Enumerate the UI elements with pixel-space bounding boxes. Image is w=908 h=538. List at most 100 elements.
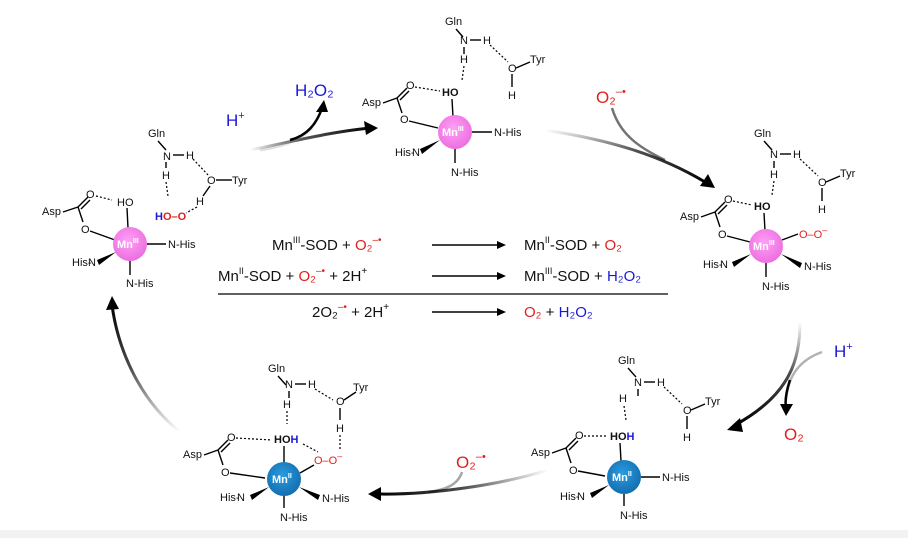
superoxide-label-1: O₂–• — [596, 86, 626, 107]
svg-text:O: O — [569, 465, 578, 477]
svg-text:H: H — [770, 169, 778, 181]
arrow-superoxide-in-2 — [427, 471, 464, 494]
arrowhead-o2-out — [780, 404, 793, 416]
svg-text:N: N — [88, 257, 96, 269]
svg-text:MnIII: MnIII — [117, 238, 139, 251]
svg-text:O: O — [336, 396, 345, 408]
svg-text:H: H — [460, 54, 468, 66]
svg-text:H: H — [336, 423, 344, 435]
svg-text:Asp: Asp — [531, 447, 550, 459]
svg-text:H: H — [793, 149, 801, 161]
svg-text:N-His: N-His — [494, 127, 522, 139]
svg-text:N: N — [720, 259, 728, 271]
svg-text:N-His: N-His — [662, 472, 690, 484]
svg-text:HO: HO — [442, 87, 459, 99]
arrowhead-top-to-right — [700, 174, 715, 188]
arrow-top-to-right — [544, 128, 706, 184]
arrow-h-plus-in-2 — [784, 350, 823, 401]
svg-text:HOH: HOH — [274, 434, 299, 446]
svg-text:O: O — [406, 80, 415, 92]
svg-text:N-His: N-His — [322, 493, 350, 505]
svg-text:H: H — [186, 150, 194, 162]
svg-text:N-His: N-His — [126, 278, 154, 290]
svg-text:H: H — [308, 379, 316, 391]
svg-text:Tyr: Tyr — [353, 382, 369, 394]
eq3-right: O₂ + H₂O₂ — [524, 304, 593, 321]
svg-text:N-His: N-His — [280, 512, 308, 524]
svg-text:O: O — [86, 189, 95, 201]
svg-text:H: H — [283, 399, 291, 411]
svg-text:H: H — [508, 90, 516, 102]
arrow-superoxide-in-1 — [610, 107, 666, 162]
svg-text:MnIII: MnIII — [442, 126, 464, 139]
svg-text:N: N — [237, 492, 245, 504]
svg-text:N: N — [412, 147, 420, 159]
arrowhead-right-to-bottomright — [727, 418, 743, 432]
h-plus-label-2: H+ — [834, 341, 853, 361]
arrow-bottomleft-to-left — [110, 304, 181, 434]
arrow-bottomright-to-bottomleft — [377, 468, 549, 496]
svg-text:Tyr: Tyr — [232, 175, 248, 187]
svg-text:O: O — [683, 405, 692, 417]
svg-text:N-His: N-His — [762, 281, 790, 293]
eq2-right: MnIII-SOD + H₂O₂ — [524, 266, 641, 285]
svg-text:Asp: Asp — [42, 206, 61, 218]
svg-text:Asp: Asp — [183, 449, 202, 461]
svg-text:Gln: Gln — [754, 128, 771, 140]
h2o2-label-1: H₂O₂ — [295, 81, 334, 100]
svg-text:N: N — [460, 35, 468, 47]
svg-text:O: O — [400, 114, 409, 126]
arrowhead-h2o2-out — [316, 100, 328, 112]
svg-text:O–O–: O–O– — [314, 451, 342, 467]
svg-text:H: H — [818, 204, 826, 216]
svg-text:His-: His- — [395, 147, 415, 159]
arrowhead-bottomright-to-bottomleft — [368, 487, 381, 501]
svg-text:HO: HO — [754, 201, 771, 213]
arrowhead-bottomleft-to-left — [106, 296, 119, 310]
svg-text:Gln: Gln — [618, 355, 635, 367]
svg-text:O: O — [207, 175, 216, 187]
svg-text:N: N — [285, 379, 293, 391]
svg-text:Asp: Asp — [680, 211, 699, 223]
svg-text:N: N — [577, 491, 585, 503]
svg-text:His-: His- — [220, 492, 240, 504]
svg-text:Gln: Gln — [148, 128, 165, 140]
complex-bottomright-mn2: Gln N H H O Tyr H Asp O O HOH MnII N-His… — [531, 355, 721, 522]
svg-text:N: N — [770, 149, 778, 161]
h-plus-label-1: H+ — [226, 110, 245, 130]
svg-text:MnII: MnII — [612, 471, 632, 484]
svg-text:Tyr: Tyr — [705, 396, 721, 408]
svg-text:HOH: HOH — [610, 431, 635, 443]
svg-text:H: H — [483, 35, 491, 47]
eq1-right: MnII-SOD + O₂ — [524, 235, 622, 254]
complex-bottomleft-mn2: Gln N H H O Tyr H Asp O O HOH MnII O–O– … — [183, 363, 369, 524]
svg-text:Gln: Gln — [445, 16, 462, 28]
svg-text:O: O — [718, 229, 727, 241]
svg-text:MnII: MnII — [272, 473, 292, 486]
eq1-left: MnIII-SOD + O₂–• — [272, 235, 382, 254]
svg-text:H: H — [196, 196, 204, 208]
svg-text:Tyr: Tyr — [530, 54, 546, 66]
svg-text:H: H — [619, 393, 627, 405]
complex-top-mn3: Gln N H H O Tyr H Asp O O HO MnIII N-His… — [362, 16, 546, 179]
svg-text:N-His: N-His — [451, 167, 479, 179]
cycle-arrows — [106, 100, 823, 501]
eq3-left: 2O₂–• + 2H+ — [312, 302, 389, 321]
svg-text:O: O — [227, 432, 236, 444]
arrow-right-to-bottomright — [734, 321, 802, 427]
o2-label: O₂ — [784, 425, 804, 444]
arrow-left-to-top — [249, 126, 371, 152]
svg-text:His-: His- — [703, 259, 723, 271]
svg-text:HO–O: HO–O — [155, 211, 187, 223]
svg-text:H: H — [683, 432, 691, 444]
svg-text:N-His: N-His — [168, 239, 196, 251]
svg-text:O: O — [221, 467, 230, 479]
reagent-labels: H+ H₂O₂ O₂–• H+ O₂ O₂–• — [226, 81, 853, 472]
svg-text:N-His: N-His — [804, 261, 832, 273]
svg-text:O–O–: O–O– — [799, 225, 827, 241]
svg-text:H: H — [162, 170, 170, 182]
svg-text:O: O — [724, 194, 733, 206]
reaction-equations: MnIII-SOD + O₂–• MnII-SOD + O₂ MnII-SOD … — [218, 235, 668, 321]
